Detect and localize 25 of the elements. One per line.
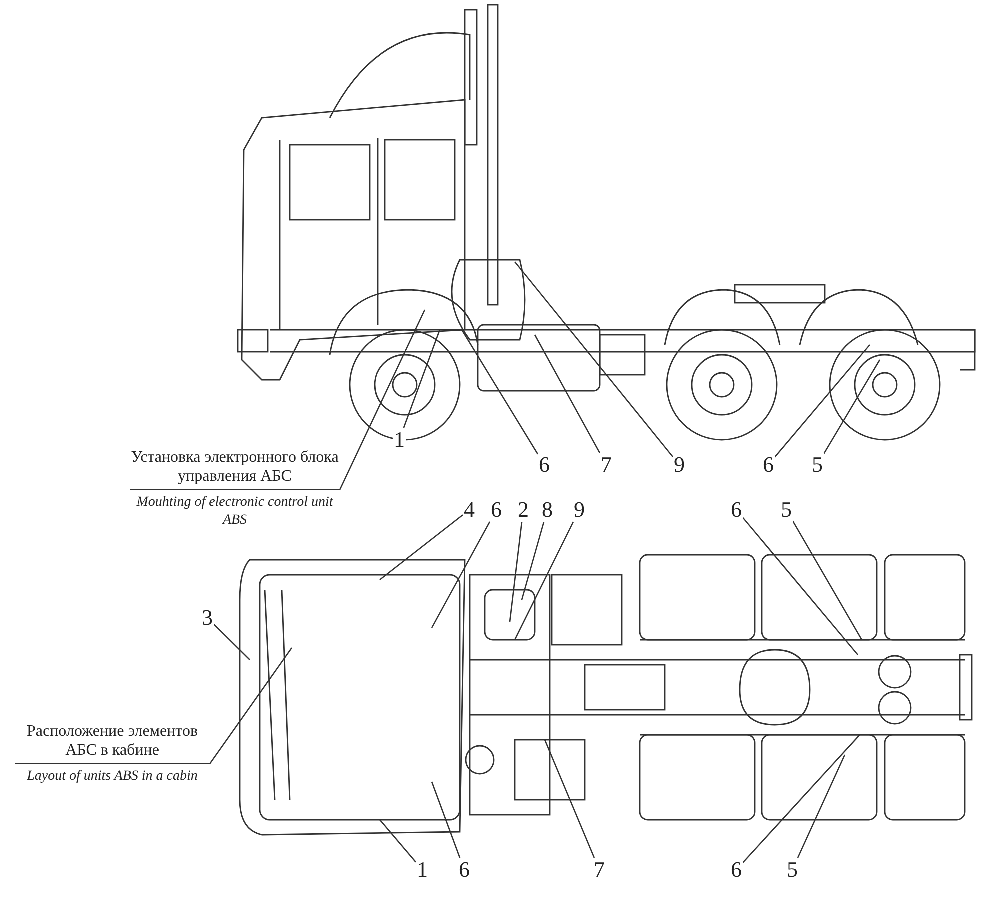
caption-translation: Layout of units ABS in a cabin (26, 768, 199, 786)
caption-translation: Mouhting of electronic control unit ABS (136, 494, 334, 530)
leader-line (514, 262, 674, 458)
leader-line (514, 522, 574, 640)
caption-text: Расположение элементов АБС в кабине (15, 722, 210, 764)
leader-line (339, 310, 426, 490)
leader-line (431, 522, 491, 628)
leader-line (534, 334, 601, 454)
caption-text: Установка электронного блока управления АБС (130, 448, 340, 490)
leader-line (380, 820, 416, 863)
leader-line (823, 360, 881, 454)
leader-line (774, 344, 870, 458)
leader-line (742, 734, 860, 864)
leader-line (403, 330, 441, 428)
leader-line (431, 782, 461, 858)
leader-line (214, 624, 250, 660)
leader-line (209, 648, 293, 764)
leader-line (509, 522, 523, 622)
leader-line (461, 330, 539, 455)
leader-line (797, 754, 846, 858)
leader-line (792, 520, 863, 640)
leader-line (742, 517, 858, 656)
leader-line (380, 514, 464, 581)
leader-line (544, 740, 596, 858)
leader-line (521, 522, 545, 600)
